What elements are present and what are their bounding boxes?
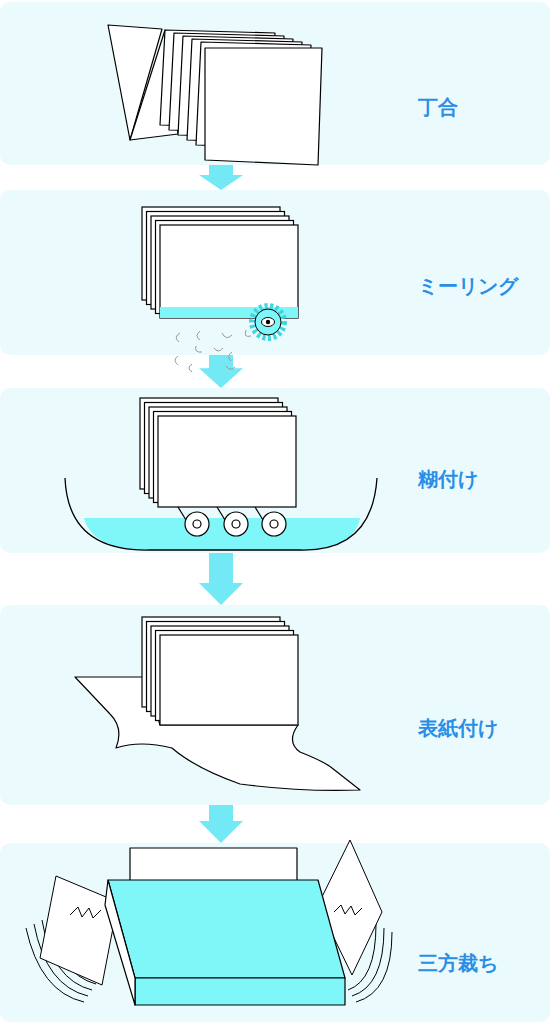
glue-rollers <box>178 507 286 536</box>
step-label: 糊付け <box>418 466 478 493</box>
step-label: 三方裁ち <box>418 950 498 977</box>
milling-shavings <box>175 330 251 372</box>
flow-arrow <box>199 355 243 388</box>
process-band: 表紙付け <box>0 605 550 805</box>
step-label: ミーリング <box>418 273 518 300</box>
process-band: ミーリング <box>0 190 550 355</box>
collating-sheets <box>108 25 322 165</box>
cover-stack <box>142 617 298 725</box>
flow-arrow <box>199 165 243 190</box>
glue-tank <box>65 478 377 550</box>
cover-sheet <box>75 677 360 790</box>
trim-scraps <box>26 840 392 1002</box>
step-label: 丁合 <box>418 94 458 121</box>
flow-arrow <box>199 805 243 843</box>
gluing-stack <box>140 398 296 507</box>
process-band: 三方裁ち <box>0 843 550 1022</box>
milling-stack <box>142 207 298 318</box>
trimmed-book <box>105 848 345 1005</box>
process-band: 糊付け <box>0 388 550 553</box>
milling-cutter <box>252 306 284 338</box>
flow-arrow <box>199 553 243 605</box>
process-band: 丁合 <box>0 2 550 165</box>
step-label: 表紙付け <box>418 715 498 742</box>
